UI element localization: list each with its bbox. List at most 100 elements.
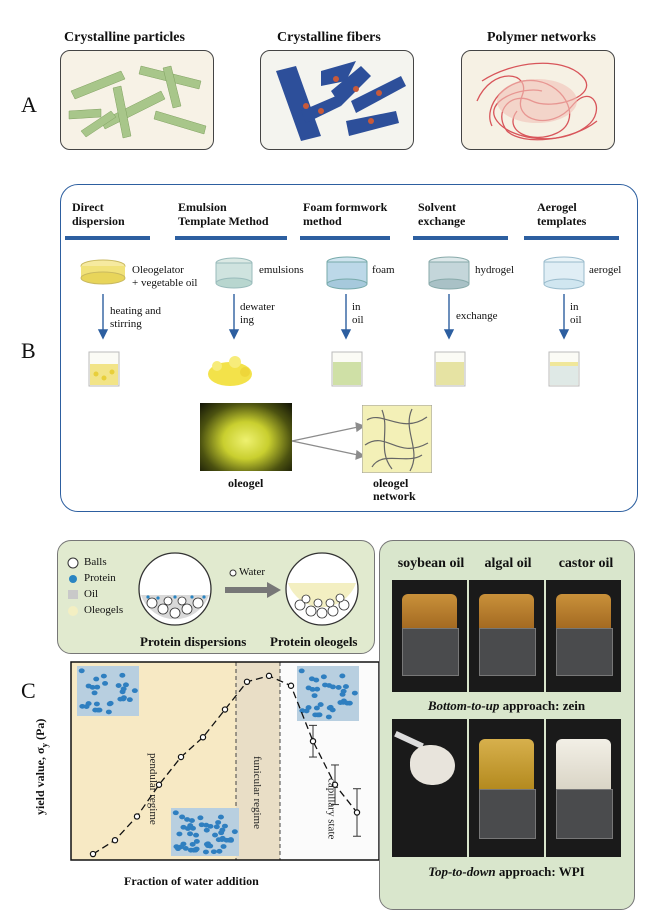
crystalline-fibers-illustration [276, 61, 406, 141]
legend-oleogels: Oleogels [84, 604, 124, 616]
oleogelator-dish-icon [80, 259, 126, 285]
wpi-photo-algal [469, 719, 544, 857]
beaker-direct-dispersion [88, 351, 120, 387]
data-point-1 [111, 836, 119, 844]
beaker-solvent [434, 351, 466, 387]
data-point-6 [221, 706, 229, 713]
protein-oleogels-label: Protein oleogels [270, 634, 358, 649]
panel-letter-c: C [21, 678, 36, 703]
process-heating: heating and [110, 305, 162, 317]
title-crystalline-fibers: Crystalline fibers [277, 30, 381, 45]
panel-b-frame [60, 184, 638, 512]
water-droplet-icon [229, 569, 237, 577]
legend-balls: Balls [84, 556, 107, 568]
process-in-1: in [352, 301, 361, 313]
step-bar-1 [65, 236, 150, 240]
regime-label-funicular: funicular regime [251, 756, 263, 829]
data-point-4 [177, 753, 185, 761]
zein-caption: Bottom-to-up approach: zein [427, 698, 586, 713]
protein-oleogel-diagram [285, 552, 359, 626]
oleogel-label: oleogel [228, 476, 264, 490]
material-oleogelator: Oleogelator [132, 264, 184, 276]
data-point-10 [309, 737, 317, 745]
data-point-5 [199, 734, 207, 741]
wpi-photo-castor [546, 719, 621, 857]
zein-photo-soybean [392, 580, 467, 692]
network-label-1: oleogel [373, 476, 409, 490]
crystalline-fibers-box [260, 50, 414, 150]
water-arrow [225, 582, 281, 598]
regime-funicular-bg [236, 662, 280, 860]
oleogel-to-network-arrows [291, 422, 366, 460]
chart-xlabel: Fraction of water addition [124, 874, 259, 888]
panel-letter-b: B [21, 338, 36, 363]
step-bar-2 [175, 236, 287, 240]
wpi-caption: Top-to-down approach: WPI [428, 864, 585, 879]
data-point-2 [133, 813, 141, 820]
step-bar-3 [300, 236, 390, 240]
emulsion-dried-powder [208, 356, 252, 386]
polymer-networks-illustration [476, 62, 598, 141]
oleogel-photo [200, 403, 292, 471]
funicular-micrograph [171, 808, 239, 856]
title-polymer-networks: Polymer networks [487, 30, 596, 45]
panel-letter-a: A [21, 92, 37, 117]
process-oil-1: oil [352, 314, 364, 326]
emulsions-cylinder-icon [215, 257, 253, 289]
material-vegetable-oil: + vegetable oil [132, 277, 198, 289]
pendular-micrograph [77, 666, 139, 716]
step-bar-5 [524, 236, 619, 240]
material-hydrogel: hydrogel [475, 264, 515, 276]
data-point-3 [155, 781, 163, 788]
zein-photo-castor [546, 580, 621, 692]
legend-protein: Protein [84, 572, 116, 584]
polymer-networks-box [461, 50, 615, 150]
material-aerogel: aerogel [589, 264, 622, 276]
protein-dispersion-diagram [138, 552, 212, 626]
arrows-down [97, 294, 570, 340]
material-foam: foam [372, 264, 395, 276]
aerogel-cylinder-icon [543, 256, 585, 290]
water-label: Water [239, 566, 265, 578]
header-castor-oil: castor oil [558, 556, 614, 571]
data-point-9 [287, 682, 295, 689]
title-crystalline-particles: Crystalline particles [64, 30, 185, 45]
beaker-foam [331, 351, 363, 387]
yield-value-chart: pendular regime funicular regime capillary… [70, 661, 380, 861]
data-point-0 [89, 850, 97, 858]
data-point-11 [331, 781, 339, 788]
crystalline-particles-box [60, 50, 214, 150]
step-bar-4 [413, 236, 508, 240]
protein-dispersions-label: Protein dispersions [140, 634, 247, 649]
process-oil-2: oil [570, 314, 582, 326]
data-point-7 [243, 678, 251, 685]
capillary-micrograph [297, 666, 359, 721]
hydrogel-cylinder-icon [428, 256, 470, 290]
legend-oil: Oil [84, 588, 99, 600]
crystalline-particles-illustration [68, 65, 207, 139]
process-dewater-ing: ing [240, 314, 255, 326]
data-point-8 [265, 672, 273, 680]
material-emulsions: emulsions [259, 264, 304, 276]
process-in-2: in [570, 301, 579, 313]
process-dewater: dewater [240, 301, 275, 313]
wpi-photo-spoon [392, 719, 467, 857]
network-label-2: network [373, 489, 416, 503]
regime-label-pendular: pendular regime [147, 753, 159, 825]
legend-swatches [67, 557, 79, 616]
data-point-12 [353, 809, 361, 816]
zein-photo-algal [469, 580, 544, 692]
header-soybean-oil: soybean oil [397, 556, 465, 571]
process-stirring: stirring [110, 318, 142, 330]
foam-cylinder-icon [326, 256, 368, 290]
regime-label-capillary: capillary state [325, 778, 337, 840]
beaker-aerogel [548, 351, 580, 387]
oleogel-network-illustration [362, 405, 432, 473]
process-exchange: exchange [456, 310, 498, 322]
header-algal-oil: algal oil [484, 556, 532, 571]
